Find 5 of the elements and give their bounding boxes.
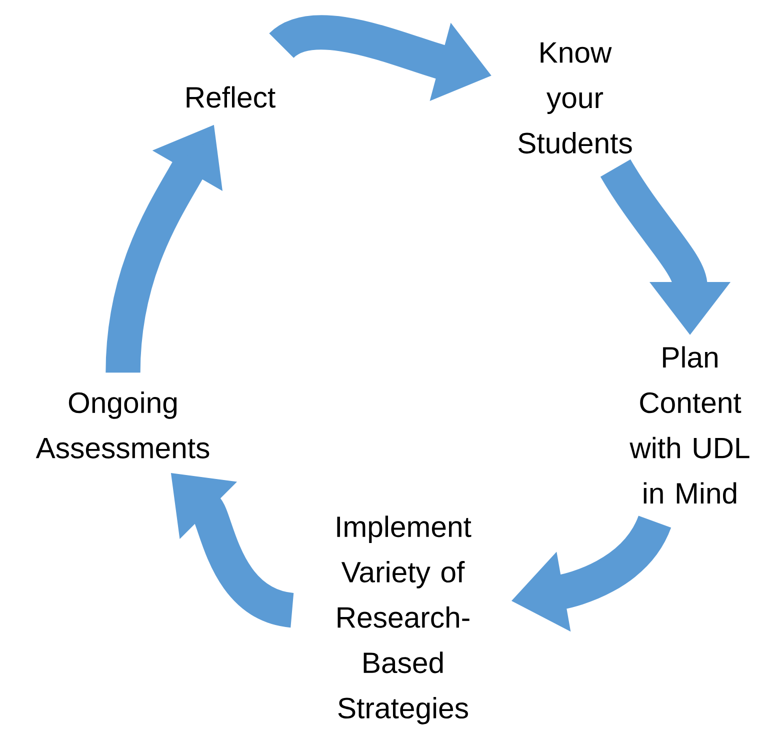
step-label: Reflect xyxy=(186,86,276,108)
step-label: Implement Variety of Research-Based Strategies xyxy=(337,516,472,724)
step-label: Ongoing Assessments xyxy=(36,392,210,458)
step-label: Know your Students xyxy=(518,42,632,154)
step-label: Plan Content with UDL in Mind xyxy=(630,346,750,504)
